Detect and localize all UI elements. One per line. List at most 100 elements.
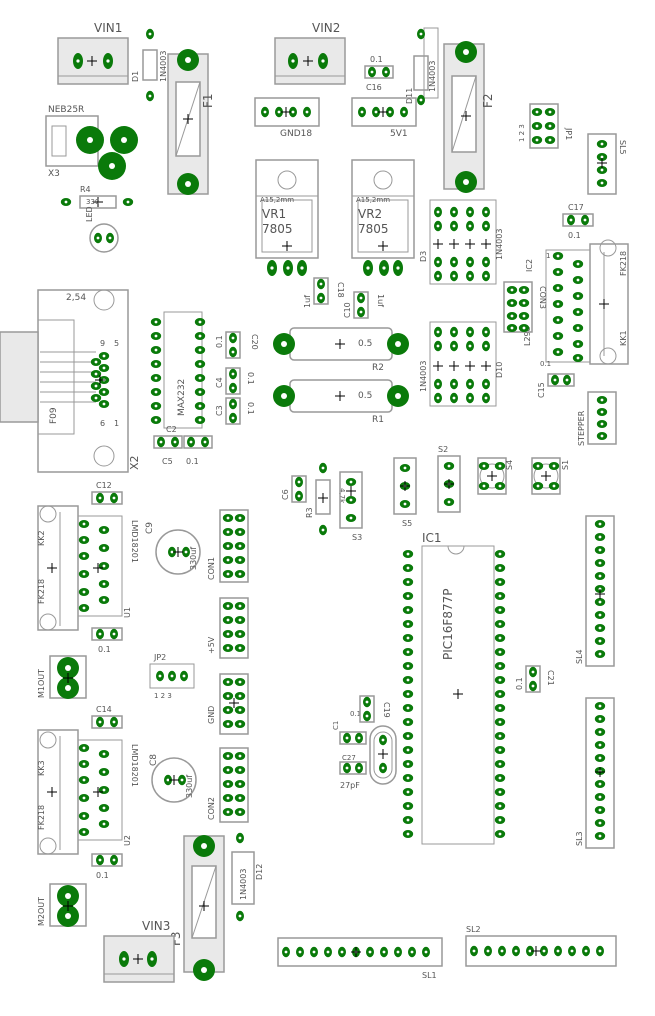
c1-capacitor: C1 0.1 <box>332 710 367 745</box>
plus5v-label: +5V <box>207 636 216 654</box>
c10-value: 1uf <box>376 294 385 307</box>
c27-value: 27pF <box>340 781 360 790</box>
jp2-jumper: JP2 1 2 3 <box>149 653 195 700</box>
f1-fuse: F1 <box>167 49 215 195</box>
x3-label: X3 <box>48 169 60 179</box>
stepper-header: STEPPER <box>577 391 617 446</box>
c8-capacitor: C8 330uf <box>149 754 197 803</box>
con1-connector: CON1 <box>207 509 249 583</box>
gnd-label: GND <box>207 706 216 724</box>
sl4-header: SL4 <box>575 515 615 667</box>
f2-fuse: F2 <box>443 41 495 193</box>
sl4-label: SL4 <box>575 649 584 664</box>
d1-value: 1N4003 <box>159 51 168 82</box>
r2-label: R2 <box>372 363 384 373</box>
c8-value: 330uf <box>185 775 194 798</box>
c21-capacitor: 0.1 C21 <box>515 665 555 693</box>
lmd18201-upper: LMD18201 U1 <box>77 515 139 618</box>
d12-diode: 1N4003 D12 <box>231 832 264 922</box>
sl2-header: SL2 <box>465 925 617 967</box>
d10-label: D10 <box>495 362 504 378</box>
c12-capacitor: C12 <box>91 481 123 505</box>
kk1-heatsink: FK218 KK1 <box>589 239 629 365</box>
c13-capacitor: 0.1 <box>91 853 123 880</box>
x2-pin5: 5 <box>114 339 119 348</box>
f3-fuse: F3 <box>169 835 225 981</box>
c5-capacitor: C5 0.1 <box>162 435 213 466</box>
r3-resistor: R3 4,7k <box>305 462 346 536</box>
c2-label: C2 <box>166 425 177 434</box>
x2-pitch: 2,54 <box>66 293 86 303</box>
jp1-label: JP1 <box>564 127 573 140</box>
fk218-label-1: FK218 <box>619 251 628 276</box>
m2out-label: M2OUT <box>37 897 46 926</box>
c4-value: 0.1 <box>246 372 255 385</box>
gnd18-header: GND18 <box>254 97 320 139</box>
kk2-heatsink: KK2 FK218 <box>37 505 79 631</box>
ic1-label: IC1 <box>422 531 442 545</box>
led: LED <box>85 206 119 253</box>
kk2-label: KK2 <box>37 530 46 546</box>
r2-value: 0.5 <box>358 339 372 349</box>
d1-label: D1 <box>131 71 140 82</box>
r2-resistor: 0.5 R2 <box>273 327 409 373</box>
c18-label: C18 <box>336 282 345 298</box>
m2out-terminal: M2OUT <box>37 883 87 927</box>
ic2-l298: IC2 1 L298 0.1 <box>523 249 591 368</box>
u1-label: U1 <box>123 607 132 618</box>
c27-capacitor: C27 27pF <box>339 754 367 790</box>
c21-value: 0.1 <box>515 677 524 690</box>
5v1-header: 5V1 <box>351 97 417 139</box>
sl1-header: SL1 <box>277 937 443 980</box>
c20-capacitor: C20 0.1 <box>215 331 259 359</box>
f09-label: F09 <box>49 407 59 424</box>
ic2-label: IC2 <box>525 259 534 272</box>
c3-label: C3 <box>215 405 224 416</box>
sl3-label: SL3 <box>575 831 584 846</box>
c16-capacitor: 0.1 C16 <box>364 55 394 92</box>
r1-resistor: 0.5 R1 <box>273 379 409 425</box>
s1-label: S1 <box>561 460 570 470</box>
diodes-top-value: 1N4003 <box>495 229 504 260</box>
c20-value: 0.1 <box>215 335 224 348</box>
c19-capacitor: C19 <box>359 695 391 723</box>
vin1-terminal: VIN1 <box>57 21 129 85</box>
m1out-label: M1OUT <box>37 669 46 698</box>
con2-connector: CON2 <box>207 747 249 823</box>
s5-switch: S5 <box>393 457 417 528</box>
diodes-top-array: D3 1N4003 <box>419 199 504 285</box>
vr1-package: A15,2mm <box>260 196 294 204</box>
d1-diode: D1 1N4003 <box>131 28 168 102</box>
vr2-value: 7805 <box>358 222 389 236</box>
r4-value: 330 <box>86 198 99 206</box>
x3-power-jack: NEB25R X3 <box>45 105 138 180</box>
c13-value: 0.1 <box>96 871 109 880</box>
c5-label: C5 <box>162 457 173 466</box>
con1-label: CON1 <box>207 557 216 580</box>
ic1-value: PIC16F877P <box>441 589 455 660</box>
lmd18201-lower: LMD18201 U2 <box>77 739 139 846</box>
c3-value: 0.1 <box>246 402 255 415</box>
jp1-jumper: JP1 1 2 3 <box>518 103 573 149</box>
d12-value: 1N4003 <box>239 869 248 900</box>
con2-label: CON2 <box>207 797 216 820</box>
vr2-label: VR2 <box>358 207 382 221</box>
vr1-label: VR1 <box>262 207 286 221</box>
c9-capacitor: C9 330uf <box>145 522 201 575</box>
c17-value: 0.1 <box>568 231 581 240</box>
diodes-mid-value: 1N4003 <box>419 361 428 392</box>
c4-label: C4 <box>215 377 224 388</box>
sl2-label: SL2 <box>466 925 481 934</box>
s2-label: S2 <box>438 445 448 454</box>
c10-label: C10 <box>343 302 352 318</box>
fk218-label-3: FK218 <box>37 805 46 830</box>
ic2-pin15: 0.1 <box>540 360 551 368</box>
c2-capacitor: C2 <box>153 425 183 449</box>
d11-value: 1N4003 <box>428 61 437 92</box>
c1-label: C1 <box>332 721 340 730</box>
max232-label: MAX232 <box>177 379 187 416</box>
c27-label: C27 <box>342 754 356 762</box>
d11-label: D11 <box>405 88 414 104</box>
c17-label: C17 <box>568 203 584 212</box>
